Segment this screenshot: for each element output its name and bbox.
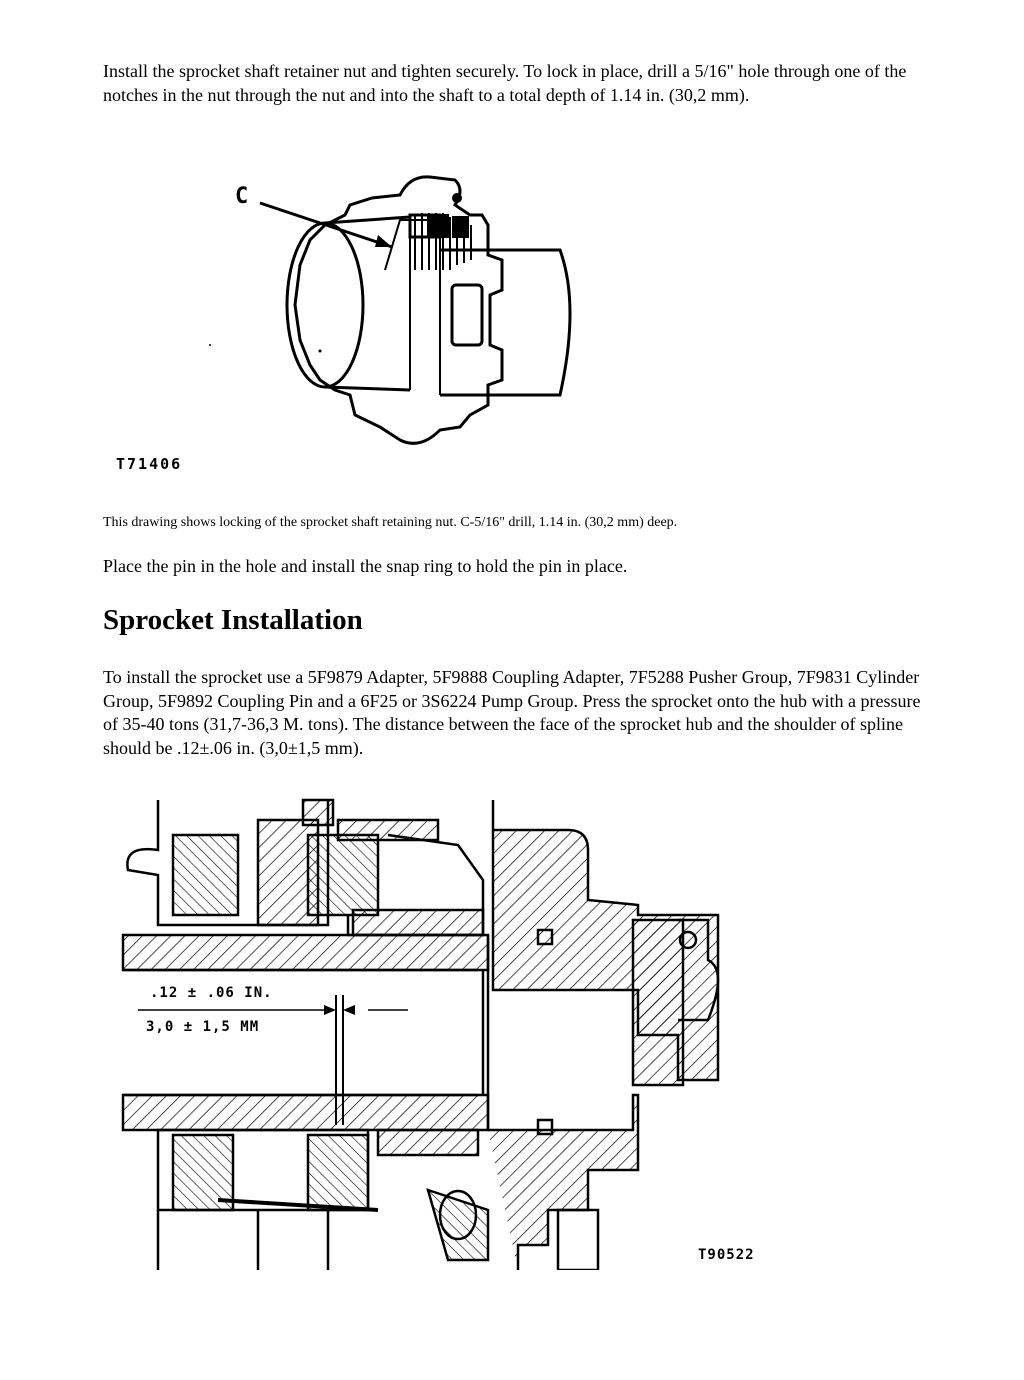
instruction-paragraph-pin: Place the pin in the hole and install th… — [103, 556, 628, 576]
section-heading: Sprocket Installation — [103, 604, 363, 636]
sprocket-section-drawing: .12 ± .06 IN. 3,0 ± 1,5 MM T90522 — [121, 798, 755, 1270]
figure-code-label: T90522 — [698, 1247, 755, 1263]
callout-c-label: C — [235, 184, 248, 209]
instruction-paragraph-sprocket: To install the sprocket use a 5F9879 Ada… — [103, 667, 921, 758]
instruction-paragraph-nut: Install the sprocket shaft retainer nut … — [103, 61, 907, 105]
retainer-nut-drawing: C T71406 — [116, 175, 572, 473]
dimension-inches-label: .12 ± .06 IN. — [150, 985, 273, 1001]
figure-caption: This drawing shows locking of the sprock… — [103, 515, 678, 530]
figure-code-label: T71406 — [116, 455, 182, 473]
dimension-mm-label: 3,0 ± 1,5 MM — [146, 1019, 259, 1035]
